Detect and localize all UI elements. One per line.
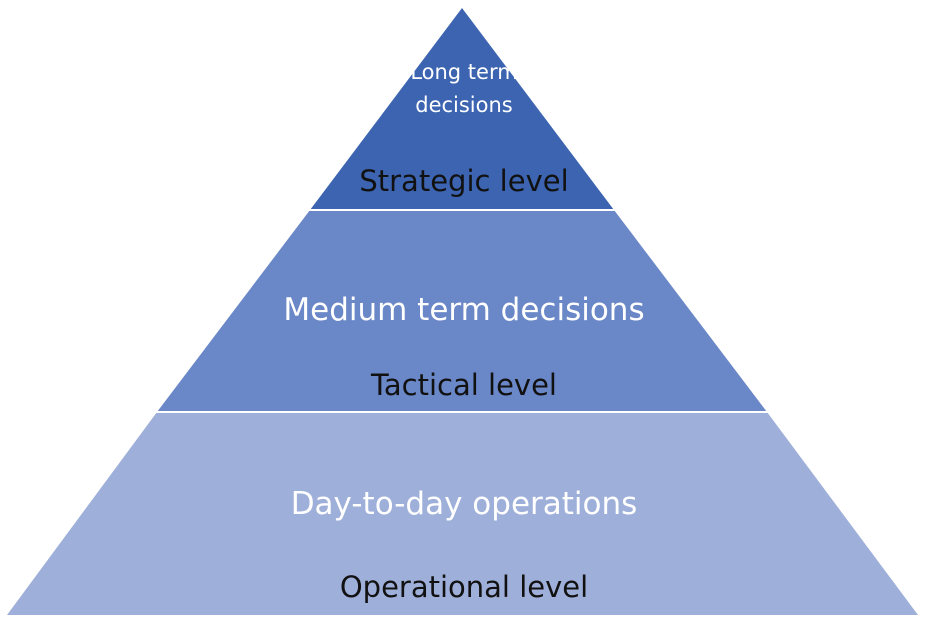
operational-level-label: Operational level [339, 570, 589, 604]
strategic-level-label: Strategic level [359, 164, 569, 198]
pyramid-tier-tactical [157, 210, 767, 412]
pyramid-tier-operational [7, 412, 918, 615]
pyramid-tier-strategic [310, 8, 614, 210]
tactical-level-label: Tactical level [370, 368, 557, 402]
strategic-description-text: Long term decisions [410, 60, 518, 117]
operational-description: Day-to-day operations [290, 486, 638, 522]
tactical-description: Medium term decisions [283, 292, 645, 328]
strategic-description: Long term decisions [0, 56, 928, 122]
